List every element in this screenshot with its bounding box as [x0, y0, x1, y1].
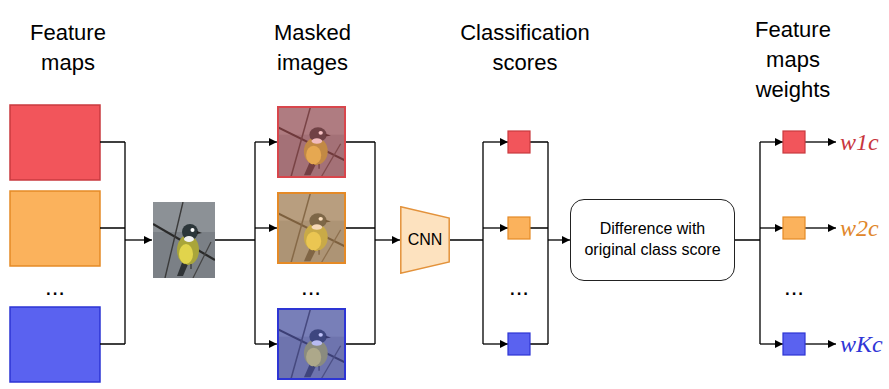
feature-map: [10, 307, 100, 382]
masked-image: [278, 107, 345, 177]
node-text: CNN: [408, 230, 443, 251]
mask-overlay: [278, 193, 345, 263]
score-square: [508, 131, 530, 153]
weight-square: [783, 131, 805, 153]
feature-map: [10, 105, 100, 180]
weight-square: [783, 217, 805, 239]
score-square: [508, 217, 530, 239]
node-text: Difference with original class score: [579, 219, 726, 261]
weight-symbol: w2c: [840, 213, 887, 243]
column-heading: Masked images: [255, 18, 370, 78]
mask-overlay: [278, 107, 345, 177]
ellipsis: ...: [489, 272, 549, 302]
mask-overlay: [278, 309, 345, 379]
score-square: [508, 333, 530, 355]
cnn-trapezoid: CNN: [400, 206, 450, 274]
input-image: [153, 202, 215, 278]
column-heading: Feature maps weights: [743, 15, 843, 105]
ellipsis: ...: [25, 272, 85, 302]
ellipsis: ...: [764, 272, 824, 302]
column-heading: Classification scores: [440, 18, 610, 78]
weight-symbol: wKc: [840, 329, 887, 359]
feature-map: [10, 191, 100, 266]
masked-image: [278, 193, 345, 263]
process-box: Difference with original class score: [570, 199, 735, 281]
weight-symbol: w1c: [840, 127, 887, 157]
wires: [100, 142, 836, 344]
ellipsis: ...: [281, 272, 341, 302]
weight-square: [783, 333, 805, 355]
masked-image: [278, 309, 345, 379]
column-heading: Feature maps: [8, 18, 128, 78]
